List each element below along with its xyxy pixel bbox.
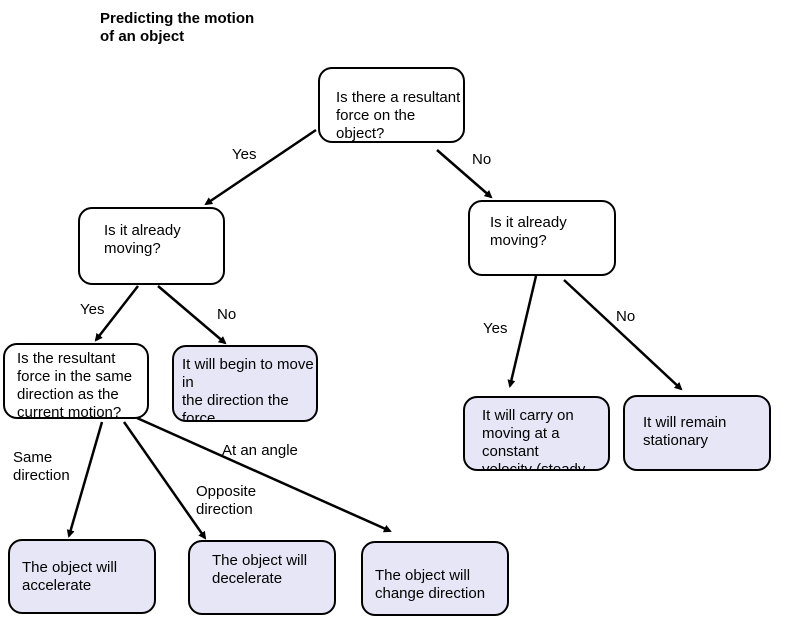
node-constant-velocity-result: It will carry on moving at a constant ve…	[463, 396, 610, 471]
edge-label-same-direction: Same direction	[13, 449, 70, 484]
node-constant-velocity-text: It will carry on moving at a constant ve…	[482, 407, 586, 471]
arrow-moving-left-to-same-direction	[94, 285, 139, 342]
edge-label-at-an-angle: At an angle	[222, 442, 298, 459]
node-accelerate-result: The object will accelerate	[8, 539, 156, 614]
node-begin-to-move-text: It will begin to move in the direction t…	[182, 356, 314, 422]
node-already-moving-right: Is it already moving?	[468, 200, 616, 276]
arrow-resultant-to-moving-right	[436, 149, 493, 199]
arrow-moving-right-to-stationary	[563, 279, 683, 391]
edge-label-opposite-direction: Opposite direction	[196, 483, 257, 518]
edge-label-no-right: No	[616, 308, 636, 325]
arrow-moving-right-to-constant-velocity	[507, 275, 538, 388]
arrow-moving-left-to-begin-move	[157, 285, 227, 345]
node-begin-to-move-result: It will begin to move in the direction t…	[172, 345, 318, 422]
arrow-same-direction-to-decelerate	[122, 421, 207, 540]
node-decelerate-text: The object will decelerate	[212, 552, 308, 587]
node-already-moving-right-text: Is it already moving?	[490, 214, 567, 249]
node-already-moving-left-text: Is it already moving?	[104, 222, 181, 257]
node-change-direction-result: The object will change direction	[361, 541, 509, 616]
edge-label-no-top: No	[472, 151, 492, 168]
node-same-direction-text: Is the resultant force in the same direc…	[17, 350, 133, 419]
node-already-moving-left: Is it already moving?	[78, 207, 225, 285]
edge-label-yes-right: Yes	[483, 320, 508, 337]
node-change-direction-text: The object will change direction	[375, 567, 486, 602]
edge-label-yes-left: Yes	[80, 301, 105, 318]
diagram-title: Predicting the motion of an object	[100, 10, 320, 46]
node-remain-stationary-result: It will remain stationary	[623, 395, 771, 471]
node-resultant-force-text: Is there a resultant force on the object…	[336, 89, 461, 142]
title-line-1: Predicting the motion	[100, 10, 255, 27]
node-resultant-force-question: Is there a resultant force on the object…	[318, 67, 465, 143]
node-same-direction-question: Is the resultant force in the same direc…	[3, 343, 149, 419]
title-line-2: of an object	[100, 28, 185, 45]
arrow-same-direction-to-accelerate	[66, 421, 104, 538]
edge-label-no-left: No	[217, 306, 237, 323]
arrow-resultant-to-moving-left	[204, 128, 317, 206]
node-decelerate-result: The object will decelerate	[188, 540, 336, 615]
arrow-same-direction-to-change-direction	[136, 416, 392, 533]
node-accelerate-text: The object will accelerate	[22, 559, 118, 594]
edge-label-yes-top: Yes	[232, 146, 257, 163]
node-remain-stationary-text: It will remain stationary	[643, 414, 727, 449]
